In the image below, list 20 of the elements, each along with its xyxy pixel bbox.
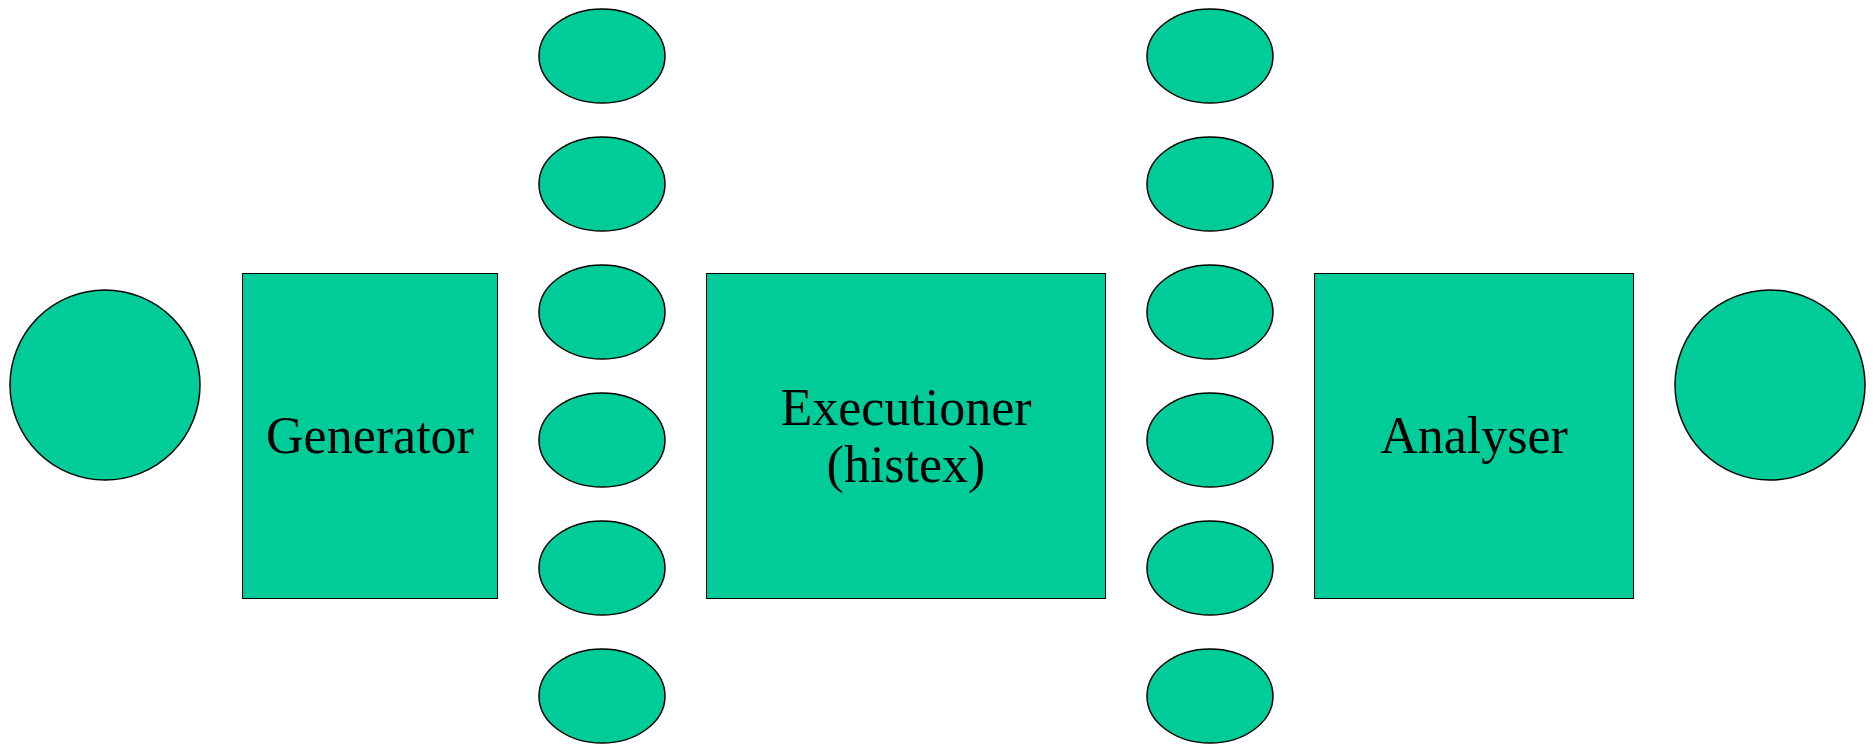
process-box: [706, 273, 1106, 599]
ellipse-node: [538, 392, 666, 488]
ellipse-node: [1146, 8, 1274, 104]
box-label: Executioner (histex): [779, 378, 1033, 494]
ellipse-node: [538, 648, 666, 744]
ellipse-node: [1146, 648, 1274, 744]
circle-node: [9, 289, 201, 481]
ellipse-node: [538, 136, 666, 232]
ellipse-node: [1146, 392, 1274, 488]
box-label: Generator: [266, 407, 474, 465]
process-box: [242, 273, 498, 599]
ellipse-node: [538, 520, 666, 616]
ellipse-node: [1146, 264, 1274, 360]
ellipse-node: [538, 264, 666, 360]
ellipse-node: [1146, 520, 1274, 616]
ellipse-node: [538, 8, 666, 104]
circle-node: [1674, 289, 1866, 481]
box-label: Analyser: [1380, 407, 1568, 465]
ellipse-node: [1146, 136, 1274, 232]
process-box: [1314, 273, 1634, 599]
